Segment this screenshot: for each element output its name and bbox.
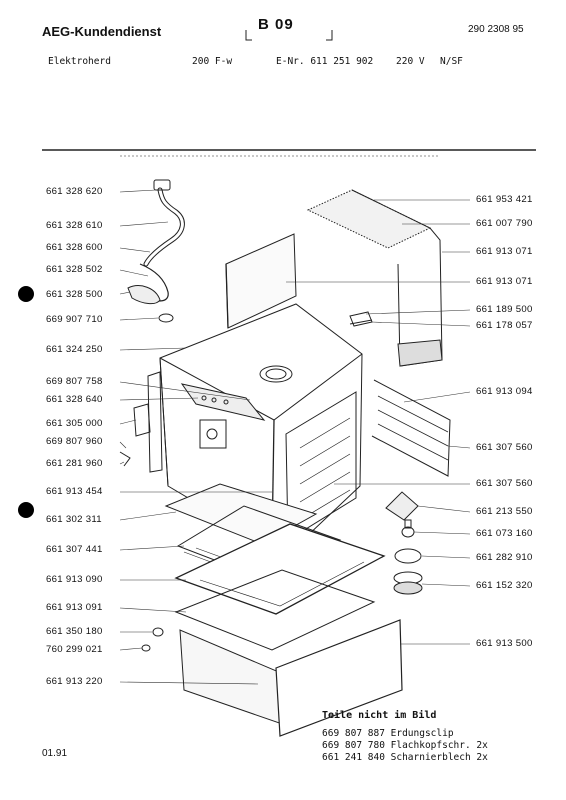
sheet-code: B 09 <box>258 16 294 33</box>
note-item: 661 241 840 Scharnierblech 2x <box>322 752 488 763</box>
part-label: 661 953 421 <box>476 194 533 205</box>
part-label: 760 299 021 <box>46 644 103 655</box>
part-label: 661 913 071 <box>476 276 533 287</box>
part-label: 661 324 250 <box>46 344 103 355</box>
part-label: 661 913 091 <box>46 602 103 613</box>
part-label: 661 007 790 <box>476 218 533 229</box>
marker-dot-upper <box>18 286 34 302</box>
part-label: 669 807 960 <box>46 436 103 447</box>
part-label: 661 282 910 <box>476 552 533 563</box>
part-label: 661 913 220 <box>46 676 103 687</box>
part-label: 669 807 758 <box>46 376 103 387</box>
part-label: 661 328 502 <box>46 264 103 275</box>
part-label: 661 189 500 <box>476 304 533 315</box>
part-label: 661 328 610 <box>46 220 103 231</box>
part-label: 661 913 071 <box>476 246 533 257</box>
part-label: 661 305 000 <box>46 418 103 429</box>
document-number: 290 2308 95 <box>468 24 524 35</box>
part-label: 661 281 960 <box>46 458 103 469</box>
notes-title: Teile nicht im Bild <box>322 710 437 721</box>
variant-code: N/SF <box>440 56 463 67</box>
part-label: 661 307 560 <box>476 478 533 489</box>
part-label: 661 913 090 <box>46 574 103 585</box>
marker-dot-lower <box>18 502 34 518</box>
appliance-type: Elektroherd <box>48 56 111 67</box>
brand-title: AEG-Kundendienst <box>42 24 162 39</box>
part-label: 661 213 550 <box>476 506 533 517</box>
note-item: 669 807 887 Erdungsclip <box>322 728 454 739</box>
part-label: 661 913 094 <box>476 386 533 397</box>
part-label: 661 307 441 <box>46 544 103 555</box>
part-label: 661 350 180 <box>46 626 103 637</box>
part-label: 661 328 640 <box>46 394 103 405</box>
part-label: 661 178 057 <box>476 320 533 331</box>
part-label: 661 328 500 <box>46 289 103 300</box>
part-label: 661 328 600 <box>46 242 103 253</box>
note-item: 669 807 780 Flachkopfschr. 2x <box>322 740 488 751</box>
part-label: 661 913 500 <box>476 638 533 649</box>
issue-date: 01.91 <box>42 748 68 759</box>
part-label: 661 302 311 <box>46 514 102 525</box>
part-label: 661 328 620 <box>46 186 103 197</box>
part-label: 669 907 710 <box>46 314 103 325</box>
part-label: 661 073 160 <box>476 528 533 539</box>
part-label: 661 307 560 <box>476 442 533 453</box>
voltage: 220 V <box>396 56 425 67</box>
e-number: E-Nr. 611 251 902 <box>276 56 374 67</box>
part-label: 661 152 320 <box>476 580 533 591</box>
part-label: 661 913 454 <box>46 486 103 497</box>
model-number: 200 F-w <box>192 56 233 67</box>
